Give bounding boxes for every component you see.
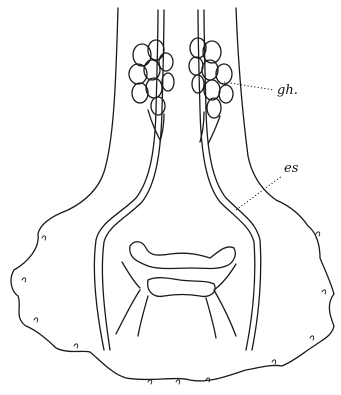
gland-cluster-left (129, 40, 174, 142)
label-gh: gh. (277, 83, 298, 98)
gland-cluster-right (189, 38, 233, 144)
label-es: es (284, 161, 299, 176)
es-leader-line (236, 176, 282, 210)
hook-marks (22, 232, 326, 384)
central-apparatus (116, 242, 236, 338)
